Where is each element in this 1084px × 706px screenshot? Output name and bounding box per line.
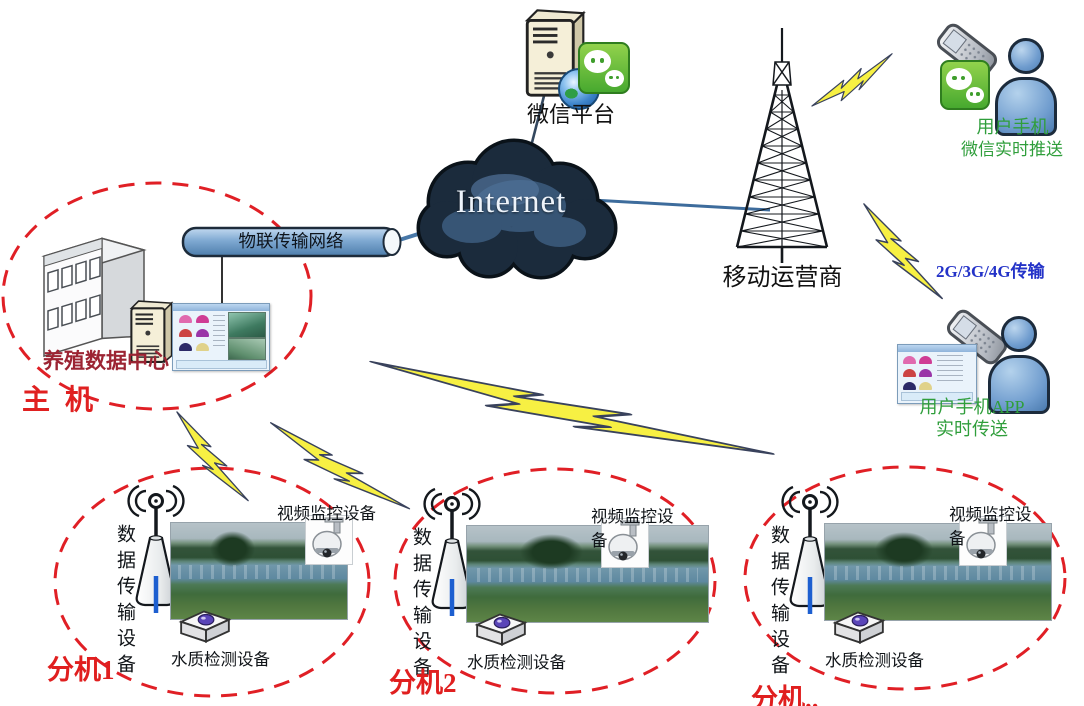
substation-3: 数据传输设备 视频监控设备 水质检测设备 分机..	[709, 459, 1052, 706]
app-text-lines	[937, 355, 963, 383]
water-sensor-icon	[177, 606, 233, 648]
iot-pipe	[181, 226, 402, 258]
water-reflection	[476, 568, 699, 582]
antenna-icon	[769, 469, 859, 614]
user-app-label-line2: 实时传送	[936, 419, 1008, 439]
person-head	[1008, 38, 1044, 74]
wechat-bubble-small	[965, 87, 985, 104]
water-reflection	[178, 565, 340, 579]
tower-icon	[735, 28, 829, 263]
person-icon	[988, 316, 1050, 414]
data-center-label: 养殖数据中心	[43, 349, 169, 373]
water-sensor-label: 水质检测设备	[467, 653, 566, 672]
app-titlebar	[173, 304, 269, 311]
substation-name: 分机..	[751, 684, 819, 706]
app-bottom-strip	[176, 360, 267, 369]
host-label: 主 机	[22, 385, 98, 416]
video-feed	[228, 338, 266, 360]
substation-2: 数据传输设备 视频监控设备 水质检测设备 分机2	[351, 461, 709, 706]
substation-1: 数据传输设备 视频监控设备 水质检测设备 分机1	[47, 458, 390, 706]
host-boundary-ellipse	[1, 181, 313, 411]
server-icon	[129, 298, 175, 364]
antenna-label: 数据传输设备	[114, 524, 135, 680]
water-reflection	[834, 566, 1042, 580]
app-text-lines	[213, 315, 225, 349]
gauge	[179, 315, 192, 323]
water-sensor-icon	[831, 607, 887, 649]
pond-photo	[824, 523, 1052, 621]
gauge	[919, 369, 932, 377]
gauge	[196, 329, 209, 337]
gauge	[179, 329, 192, 337]
gauge	[179, 343, 192, 351]
gauge	[919, 382, 932, 390]
antenna-label: 数据传输设备	[410, 527, 431, 683]
pond-photo	[466, 525, 709, 623]
wechat-platform-label: 微信平台	[526, 102, 615, 127]
gauge	[903, 369, 916, 377]
antenna-icon	[411, 471, 501, 616]
gauge	[196, 343, 209, 351]
wechat-bubble	[946, 67, 972, 91]
gauge	[196, 315, 209, 323]
antenna-icon	[115, 468, 205, 613]
camera-icon	[305, 515, 353, 565]
app-screenshot	[897, 344, 977, 404]
person-body	[988, 355, 1050, 414]
app-titlebar	[898, 345, 976, 352]
camera-label: 视频监控设备	[949, 505, 1032, 548]
camera-icon	[601, 518, 649, 568]
water-sensor-icon	[473, 609, 529, 651]
person-head	[1001, 316, 1037, 352]
wechat-icon	[578, 42, 630, 94]
lightning-icon	[806, 52, 902, 115]
internet-label: Internet	[455, 184, 567, 220]
cellular-transmission-label: 2G/3G/4G传输	[936, 262, 1045, 281]
iot-network-label: 物联传输网络	[238, 231, 344, 251]
gauge	[903, 382, 916, 390]
lightning-icon	[854, 195, 944, 312]
antenna-label: 数据传输设备	[768, 525, 789, 681]
tree	[874, 531, 934, 569]
camera-label: 视频监控设备	[277, 504, 376, 523]
wechat-icon	[940, 60, 990, 110]
camera-icon	[959, 516, 1007, 566]
camera-label: 视频监控设备	[591, 507, 674, 550]
tree	[520, 533, 583, 571]
wechat-bubble	[584, 50, 612, 74]
person-icon	[995, 38, 1057, 136]
substation-name: 分机1	[47, 655, 115, 685]
user-wechat-label-line1: 用户手机	[976, 117, 1049, 137]
mobile-operator-label: 移动运营商	[722, 265, 843, 291]
user-wechat-label-line2: 微信实时推送	[961, 140, 1063, 159]
substation-name: 分机2	[389, 668, 457, 698]
monitoring-dashboard-screenshot	[172, 303, 270, 371]
water-sensor-label: 水质检测设备	[825, 651, 924, 670]
cloud-icon	[416, 138, 618, 280]
gauge	[903, 356, 916, 364]
person-body	[995, 77, 1057, 136]
video-feed	[228, 312, 266, 338]
user-app-label-line1: 用户手机APP	[919, 397, 1025, 417]
app-bottom-strip	[901, 392, 973, 401]
water-sensor-label: 水质检测设备	[171, 650, 270, 669]
substation-boundary-ellipses	[53, 465, 1067, 698]
gauge	[919, 356, 932, 364]
tree	[209, 530, 256, 568]
wechat-bubble-small	[604, 70, 625, 88]
